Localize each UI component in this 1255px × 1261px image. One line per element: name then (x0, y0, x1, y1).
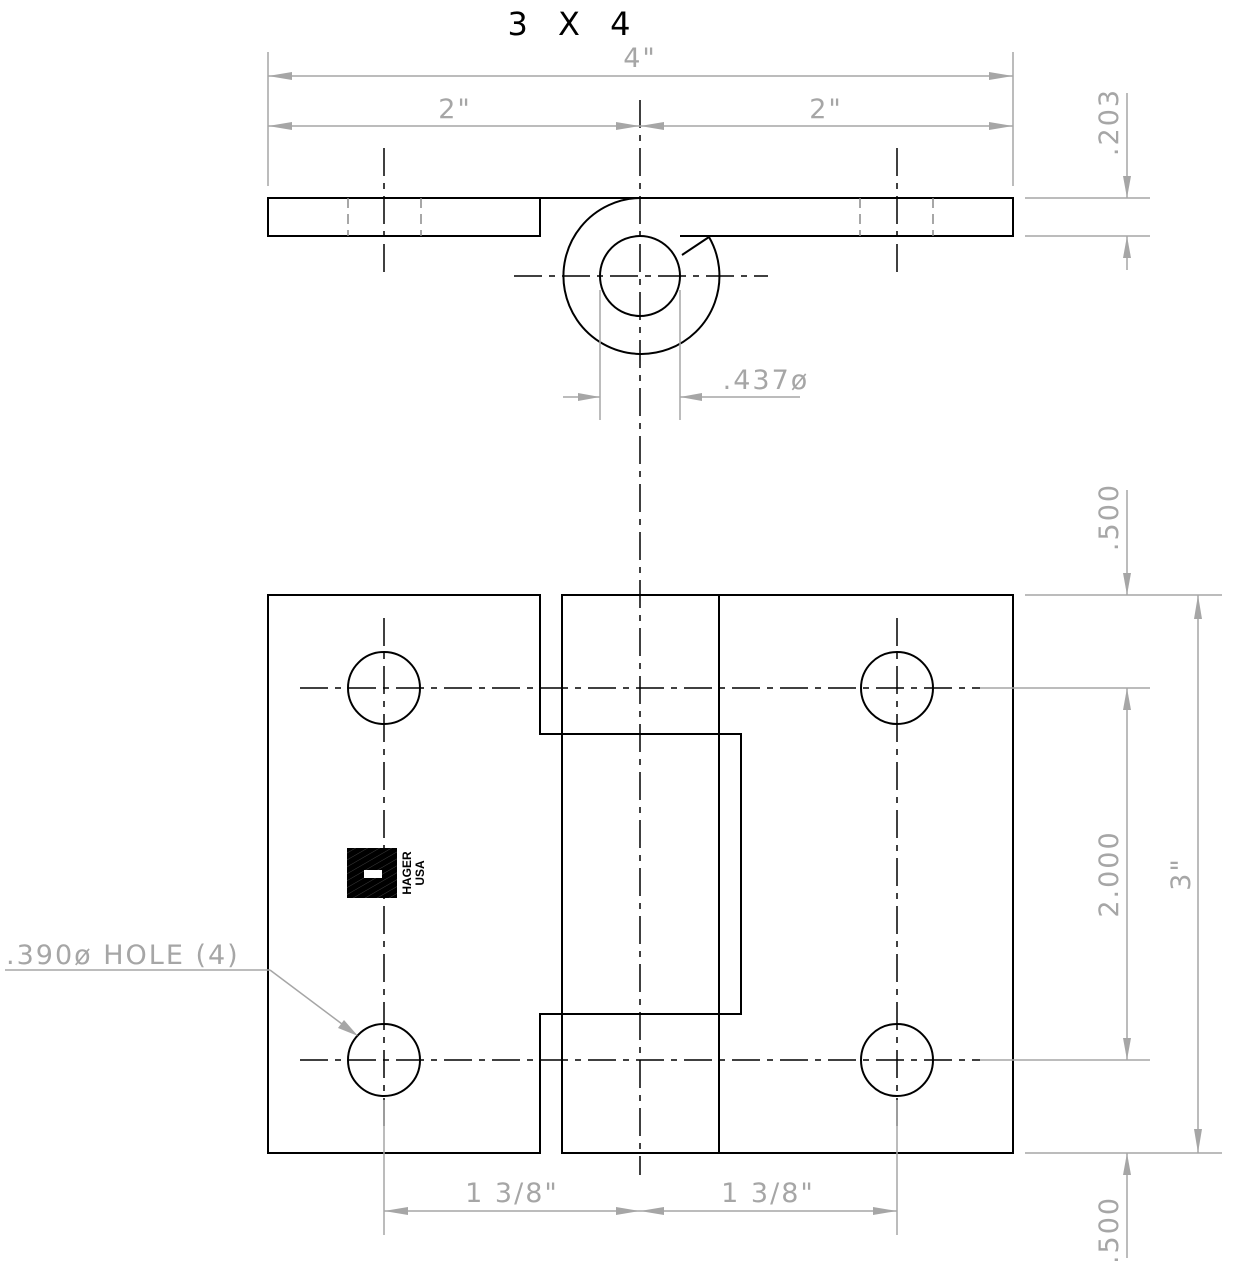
dim-hole-offset-right: 1 3/8" (721, 1178, 815, 1209)
right-leaf-edge (540, 197, 1014, 237)
dim-hole-offset-left: 1 3/8" (465, 1178, 559, 1209)
knuckle-notch (681, 236, 710, 256)
left-leaf (267, 594, 742, 1154)
logo-text-hager: HAGER (400, 851, 414, 895)
front-view: HAGER USA (267, 594, 1014, 1154)
knuckle-outer (562, 197, 721, 355)
logo-text-usa: USA (413, 860, 427, 886)
dim-hole-spacing: 2.000 (1094, 830, 1125, 917)
hager-logo: HAGER USA (347, 848, 427, 898)
drawing-title: 3 X 4 (508, 5, 641, 43)
dim-leaf-thickness: .203 (1094, 88, 1125, 156)
right-leaf (561, 594, 1014, 1154)
left-leaf-edge (267, 197, 541, 237)
dim-bottom-margin: .500 (1094, 1196, 1125, 1261)
dimensions: 4" 2" 2" .203 .437ø .500 (5, 43, 1222, 1261)
hole-note: .390ø HOLE (4) (6, 940, 240, 971)
dim-half-width-right: 2" (809, 94, 843, 125)
dim-pin-diameter: .437ø (723, 365, 810, 396)
dim-half-width-left: 2" (438, 94, 472, 125)
dim-top-margin: .500 (1094, 483, 1125, 551)
dim-overall-height: 3" (1166, 857, 1197, 891)
dim-overall-width: 4" (623, 43, 657, 74)
